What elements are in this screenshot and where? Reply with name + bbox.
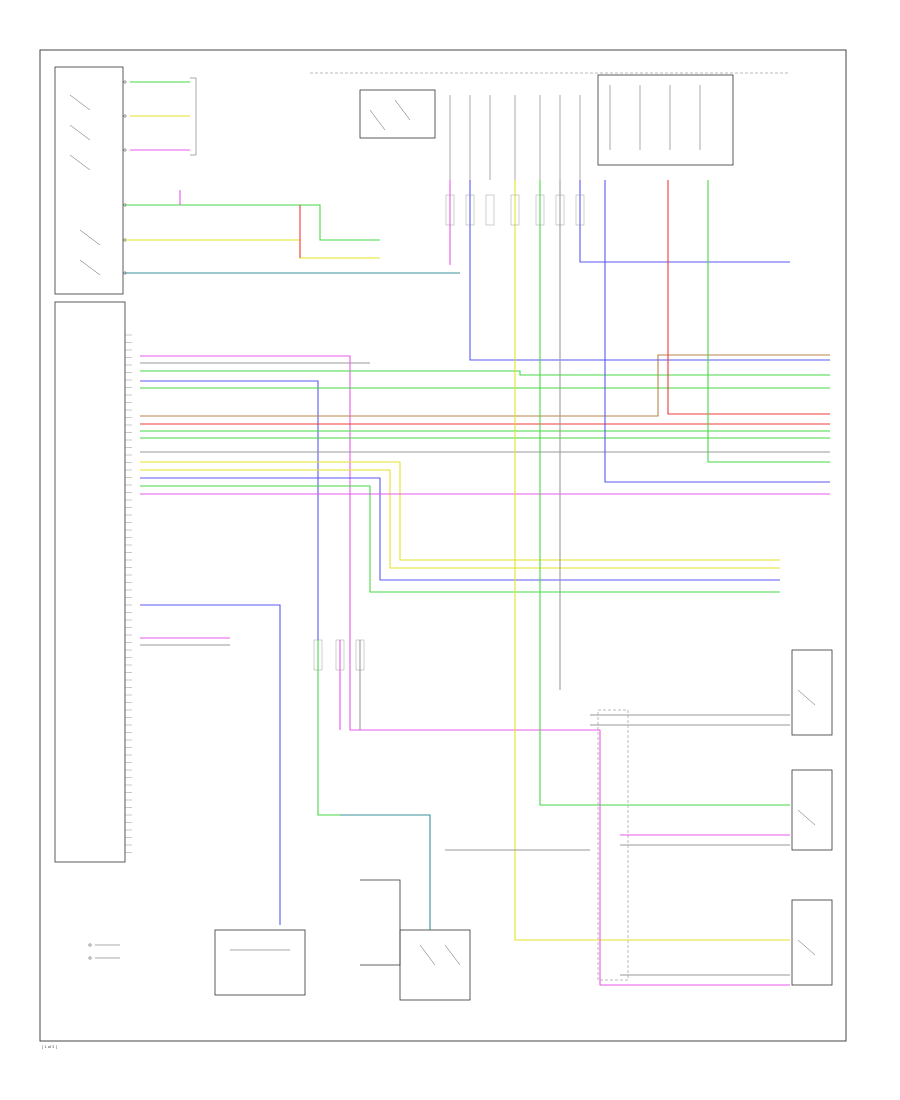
wire-2 — [125, 239, 380, 259]
bottom-sensor-bracket — [360, 879, 401, 966]
wire-41 — [599, 730, 790, 986]
wire-21 — [140, 477, 780, 581]
wire-37 — [340, 814, 431, 930]
wire-14 — [140, 354, 830, 417]
wire-12 — [140, 380, 319, 640]
wire-22 — [140, 485, 780, 593]
wire-11 — [140, 370, 830, 376]
left-module-bracket — [190, 77, 197, 156]
wire-29 — [579, 180, 790, 263]
wire-33 — [140, 604, 281, 925]
center-relay-box — [399, 929, 471, 1001]
wire-31 — [667, 180, 830, 415]
wire-36 — [317, 640, 430, 816]
bottom-left-switch — [214, 929, 306, 996]
top-connector-stubs — [449, 95, 581, 180]
diagram-frame — [39, 49, 847, 1042]
connector-marks — [313, 194, 585, 671]
wire-25 — [469, 180, 830, 361]
legend-marks — [88, 943, 120, 960]
wire-1 — [125, 204, 380, 241]
wire-19 — [140, 461, 780, 561]
wire-20 — [140, 469, 780, 569]
left-switch-module — [54, 66, 127, 295]
top-relay-cluster — [359, 74, 734, 166]
wire-32 — [707, 180, 830, 463]
wire-27 — [539, 180, 790, 806]
page-reference: [ 1 of 2 ] — [42, 1045, 58, 1049]
right-switch-modules — [791, 649, 833, 986]
wire-30 — [604, 180, 830, 483]
wire-40 — [514, 370, 790, 941]
pin-ticks — [125, 334, 132, 853]
wire-group — [125, 81, 830, 986]
wire-9 — [140, 355, 600, 731]
main-control-module — [54, 301, 126, 863]
